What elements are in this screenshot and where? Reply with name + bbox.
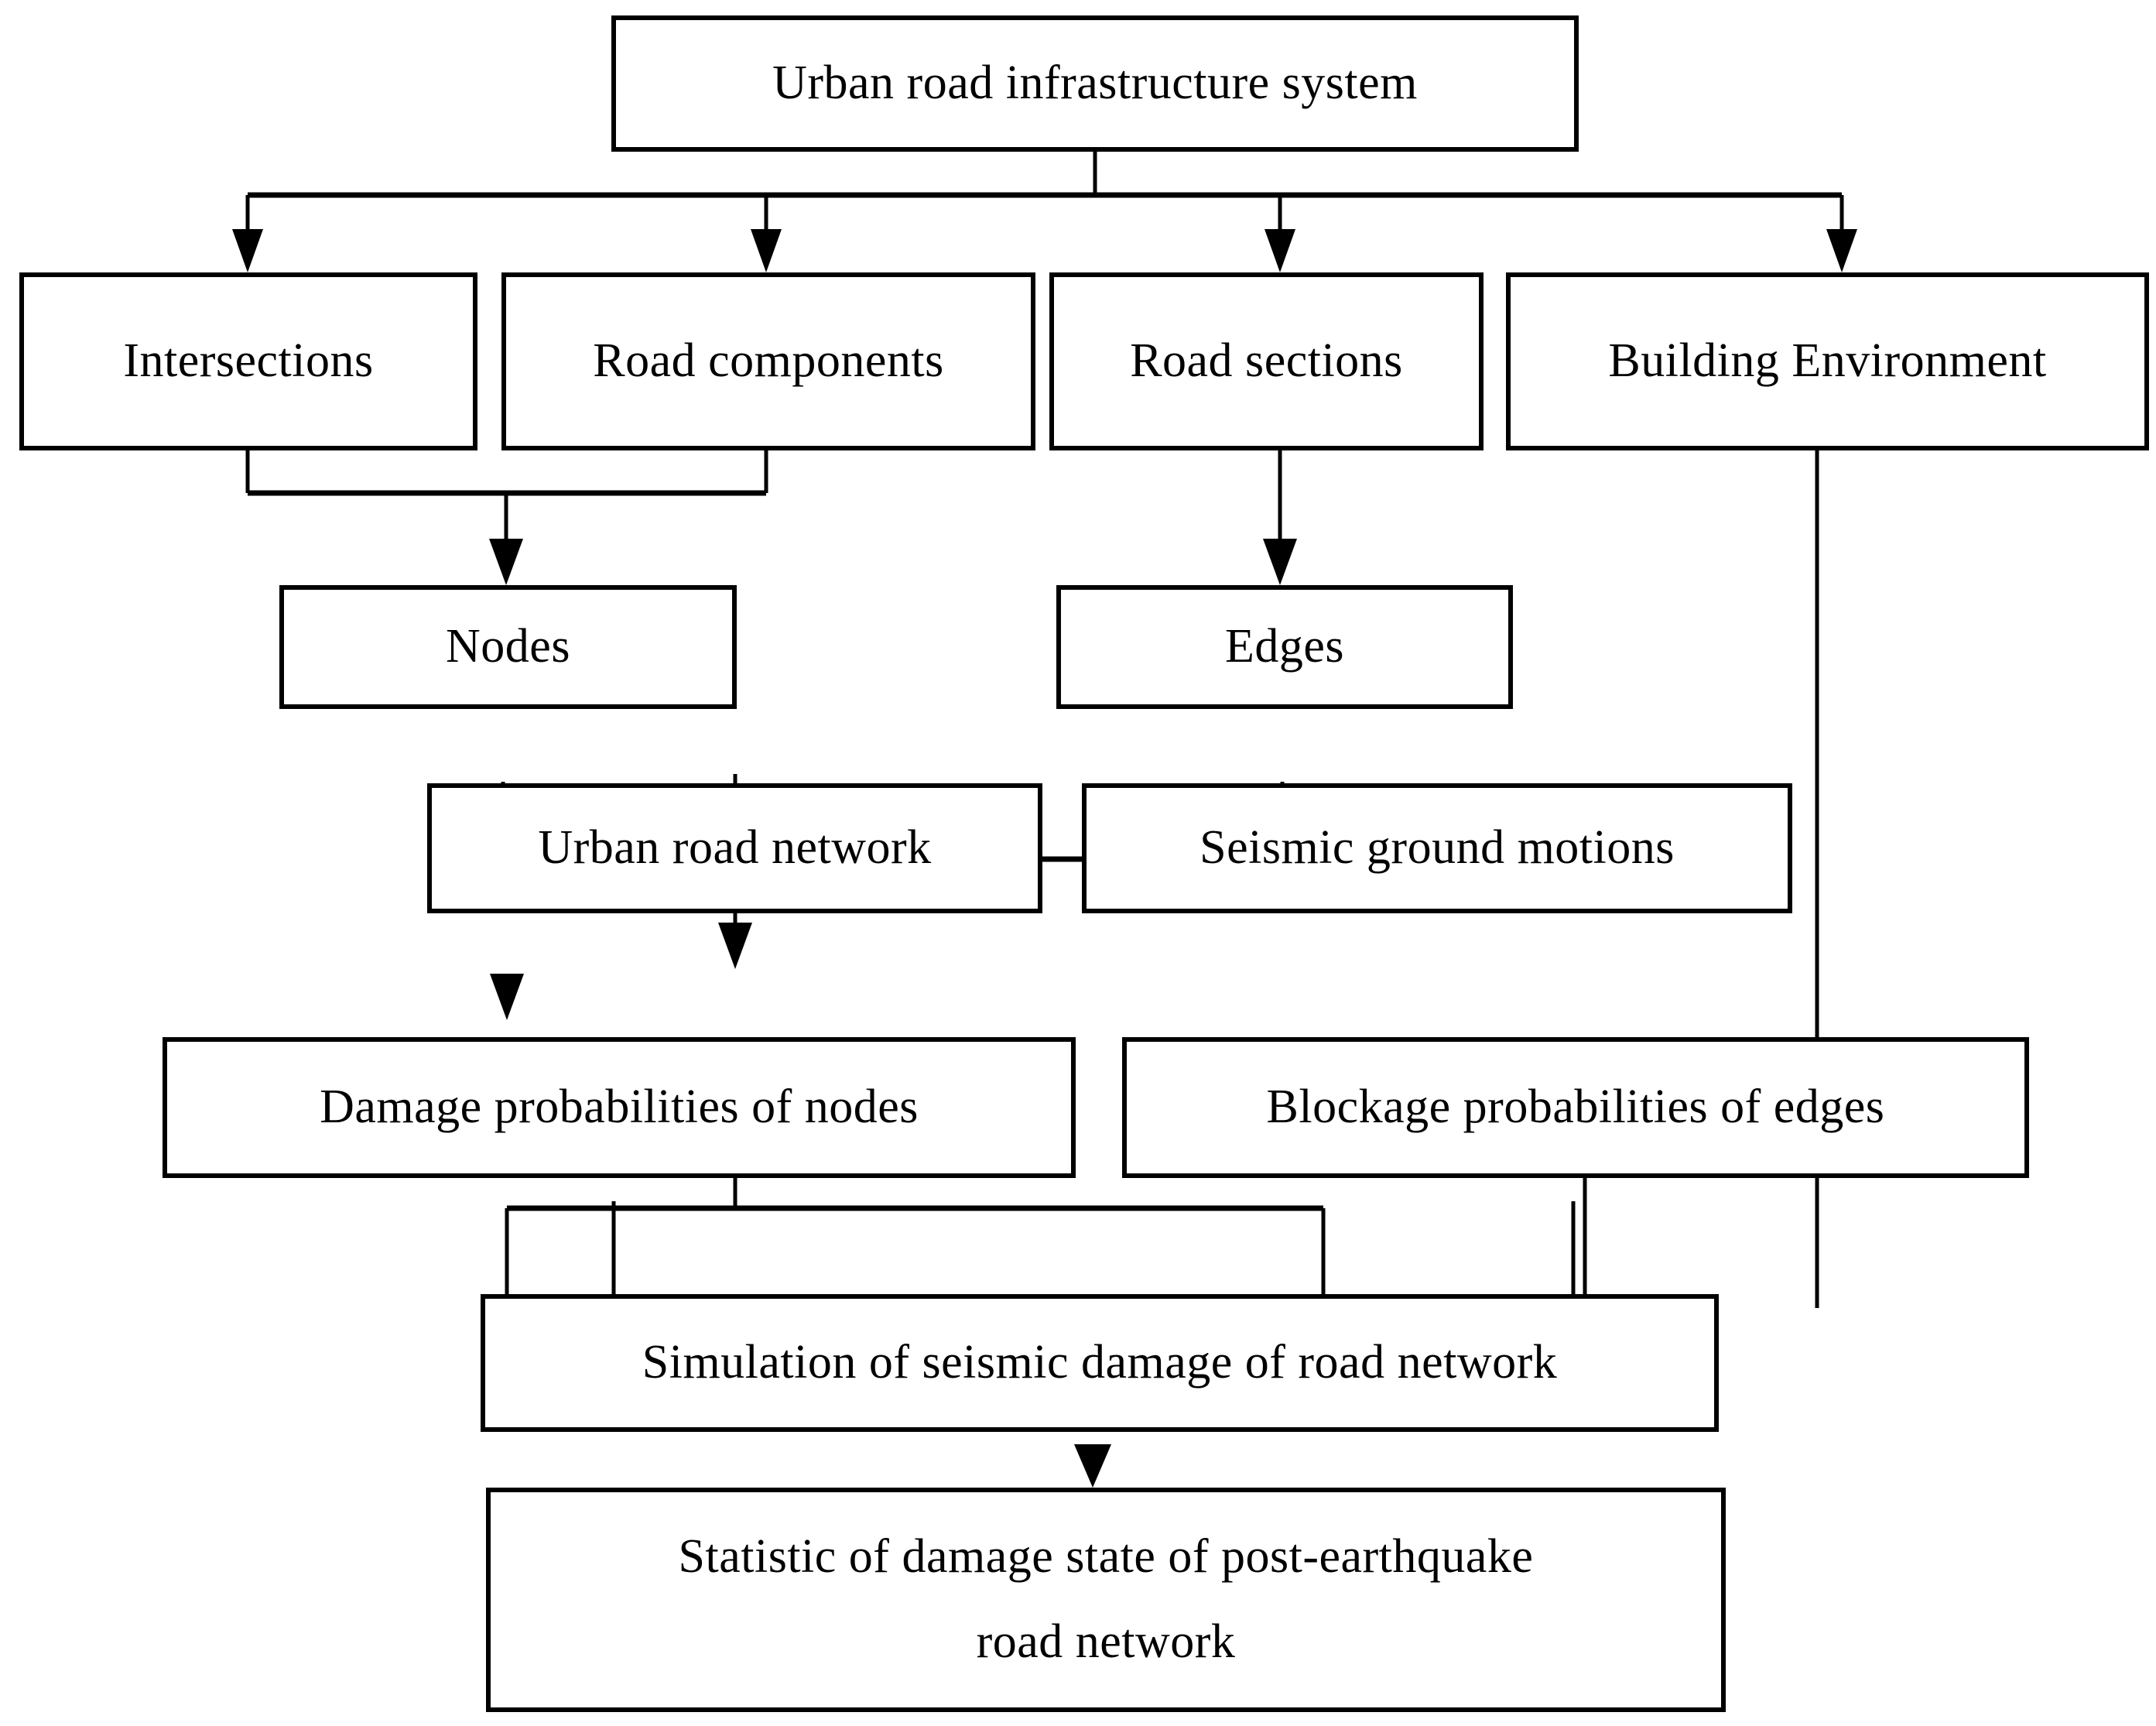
arrowhead-intersections bbox=[232, 229, 263, 272]
node-label: Road components bbox=[593, 334, 944, 388]
node-label: Urban road infrastructure system bbox=[772, 57, 1418, 110]
node-statistic-of-damage-state[interactable]: Statistic of damage state of post-earthq… bbox=[486, 1488, 1726, 1712]
node-edges[interactable]: Edges bbox=[1056, 585, 1513, 709]
node-simulation-of-seismic-damage[interactable]: Simulation of seismic damage of road net… bbox=[481, 1294, 1719, 1432]
arrowhead-nodes bbox=[489, 539, 523, 585]
arrowhead-edges bbox=[1263, 539, 1297, 585]
node-building-environment[interactable]: Building Environment bbox=[1506, 272, 2149, 450]
arrowhead-urban-road-network bbox=[718, 923, 752, 969]
node-blockage-probabilities-of-edges[interactable]: Blockage probabilities of edges bbox=[1122, 1037, 2029, 1178]
node-road-sections[interactable]: Road sections bbox=[1049, 272, 1484, 450]
arrowhead-road-sections bbox=[1265, 229, 1295, 272]
arrowhead-statistic bbox=[1074, 1444, 1111, 1488]
arrowhead-road-components bbox=[751, 229, 782, 272]
node-label: Simulation of seismic damage of road net… bbox=[642, 1336, 1558, 1389]
node-label-line-2: road network bbox=[976, 1615, 1236, 1668]
node-urban-road-infrastructure-system[interactable]: Urban road infrastructure system bbox=[611, 15, 1579, 152]
node-intersections[interactable]: Intersections bbox=[19, 272, 477, 450]
arrowhead-damage-probabilities bbox=[490, 974, 524, 1020]
node-nodes[interactable]: Nodes bbox=[279, 585, 737, 709]
node-label: Edges bbox=[1224, 620, 1345, 673]
node-label: Damage probabilities of nodes bbox=[320, 1080, 919, 1134]
node-label: Seismic ground motions bbox=[1199, 821, 1675, 875]
node-label: Urban road network bbox=[538, 821, 932, 875]
node-label: Road sections bbox=[1130, 334, 1403, 388]
node-seismic-ground-motions[interactable]: Seismic ground motions bbox=[1082, 783, 1792, 913]
node-label-line-1: Statistic of damage state of post-earthq… bbox=[678, 1530, 1534, 1584]
node-road-components[interactable]: Road components bbox=[501, 272, 1035, 450]
arrowhead-building-environment bbox=[1826, 229, 1857, 272]
node-label: Intersections bbox=[123, 334, 374, 388]
node-label: Nodes bbox=[446, 620, 570, 673]
node-label: Building Environment bbox=[1608, 334, 2047, 388]
node-urban-road-network[interactable]: Urban road network bbox=[427, 783, 1042, 913]
node-label: Blockage probabilities of edges bbox=[1266, 1080, 1885, 1134]
node-damage-probabilities-of-nodes[interactable]: Damage probabilities of nodes bbox=[163, 1037, 1076, 1178]
